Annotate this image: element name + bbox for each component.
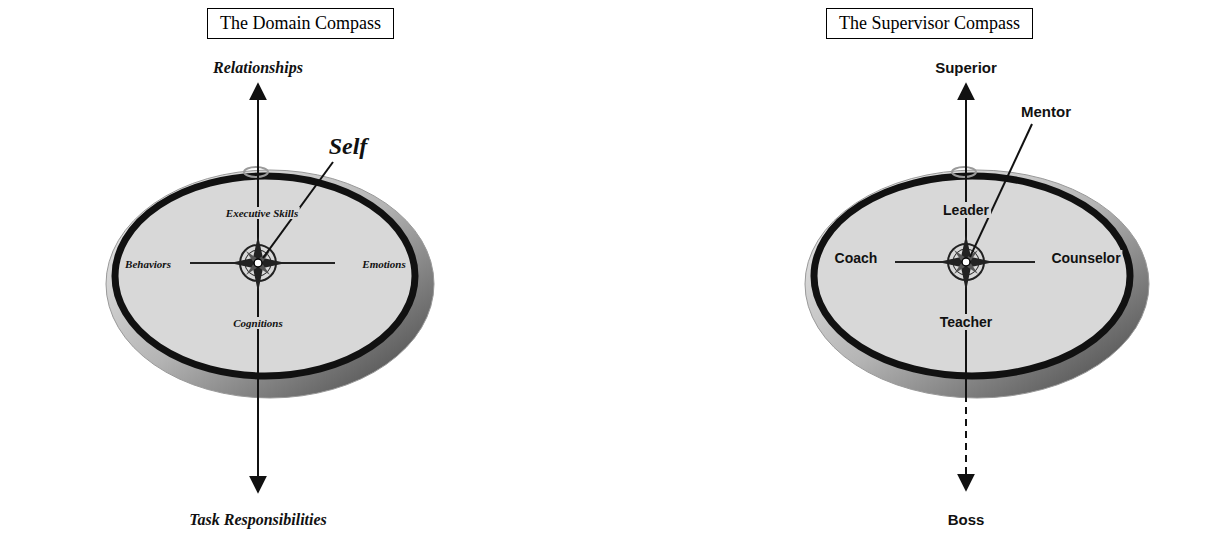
compass-label: Superior bbox=[933, 59, 999, 77]
title-text: The Domain Compass bbox=[220, 13, 381, 34]
label-text: Leader bbox=[941, 202, 991, 218]
compass-label: Mentor bbox=[1019, 103, 1073, 121]
compass-label: Executive Skills bbox=[224, 203, 300, 221]
label-text: Cognitions bbox=[231, 317, 285, 329]
compass-label: Coach bbox=[833, 249, 880, 267]
rose-pin bbox=[962, 258, 970, 266]
compass-label: Emotions bbox=[360, 254, 407, 272]
rose-star bbox=[230, 236, 286, 292]
domain-compass bbox=[106, 84, 434, 492]
title-text: The Supervisor Compass bbox=[839, 13, 1020, 34]
label-text: Task Responsibilities bbox=[187, 511, 329, 528]
label-text: Teacher bbox=[938, 314, 995, 330]
compass-label: Teacher bbox=[938, 313, 995, 331]
label-text: Boss bbox=[946, 511, 987, 528]
rose-star bbox=[938, 235, 994, 291]
compass-ring bbox=[244, 167, 268, 177]
compass-label: Behaviors bbox=[123, 254, 173, 272]
title-box: The Domain Compass bbox=[207, 8, 394, 39]
compass-ring bbox=[952, 167, 976, 177]
label-text: Counselor bbox=[1049, 250, 1122, 266]
label-text: Relationships bbox=[211, 59, 305, 76]
compass-label: Cognitions bbox=[231, 313, 285, 331]
compass-label: Boss bbox=[946, 511, 987, 529]
compass-label: Relationships bbox=[211, 59, 305, 77]
compass-rim bbox=[106, 170, 434, 398]
compass-label: Self bbox=[327, 133, 370, 160]
compass-label: Task Responsibilities bbox=[187, 511, 329, 529]
supervisor-compass bbox=[805, 84, 1149, 490]
label-text: Self bbox=[327, 133, 370, 159]
compass-label: Counselor bbox=[1049, 249, 1122, 267]
rose-pin bbox=[254, 259, 262, 267]
label-text: Behaviors bbox=[123, 258, 173, 270]
label-text: Mentor bbox=[1019, 103, 1073, 120]
axis-arrow-dashed bbox=[965, 395, 967, 490]
label-text: Superior bbox=[933, 59, 999, 76]
leader-line bbox=[970, 124, 1032, 257]
label-text: Coach bbox=[833, 250, 880, 266]
rose-star bbox=[954, 250, 978, 274]
compass-face bbox=[814, 176, 1130, 376]
label-text: Emotions bbox=[360, 258, 407, 270]
title-box: The Supervisor Compass bbox=[826, 8, 1033, 39]
label-text: Executive Skills bbox=[224, 207, 300, 219]
compass-rim bbox=[805, 170, 1149, 398]
compass-label: Leader bbox=[941, 201, 991, 219]
compass-face bbox=[115, 176, 415, 376]
